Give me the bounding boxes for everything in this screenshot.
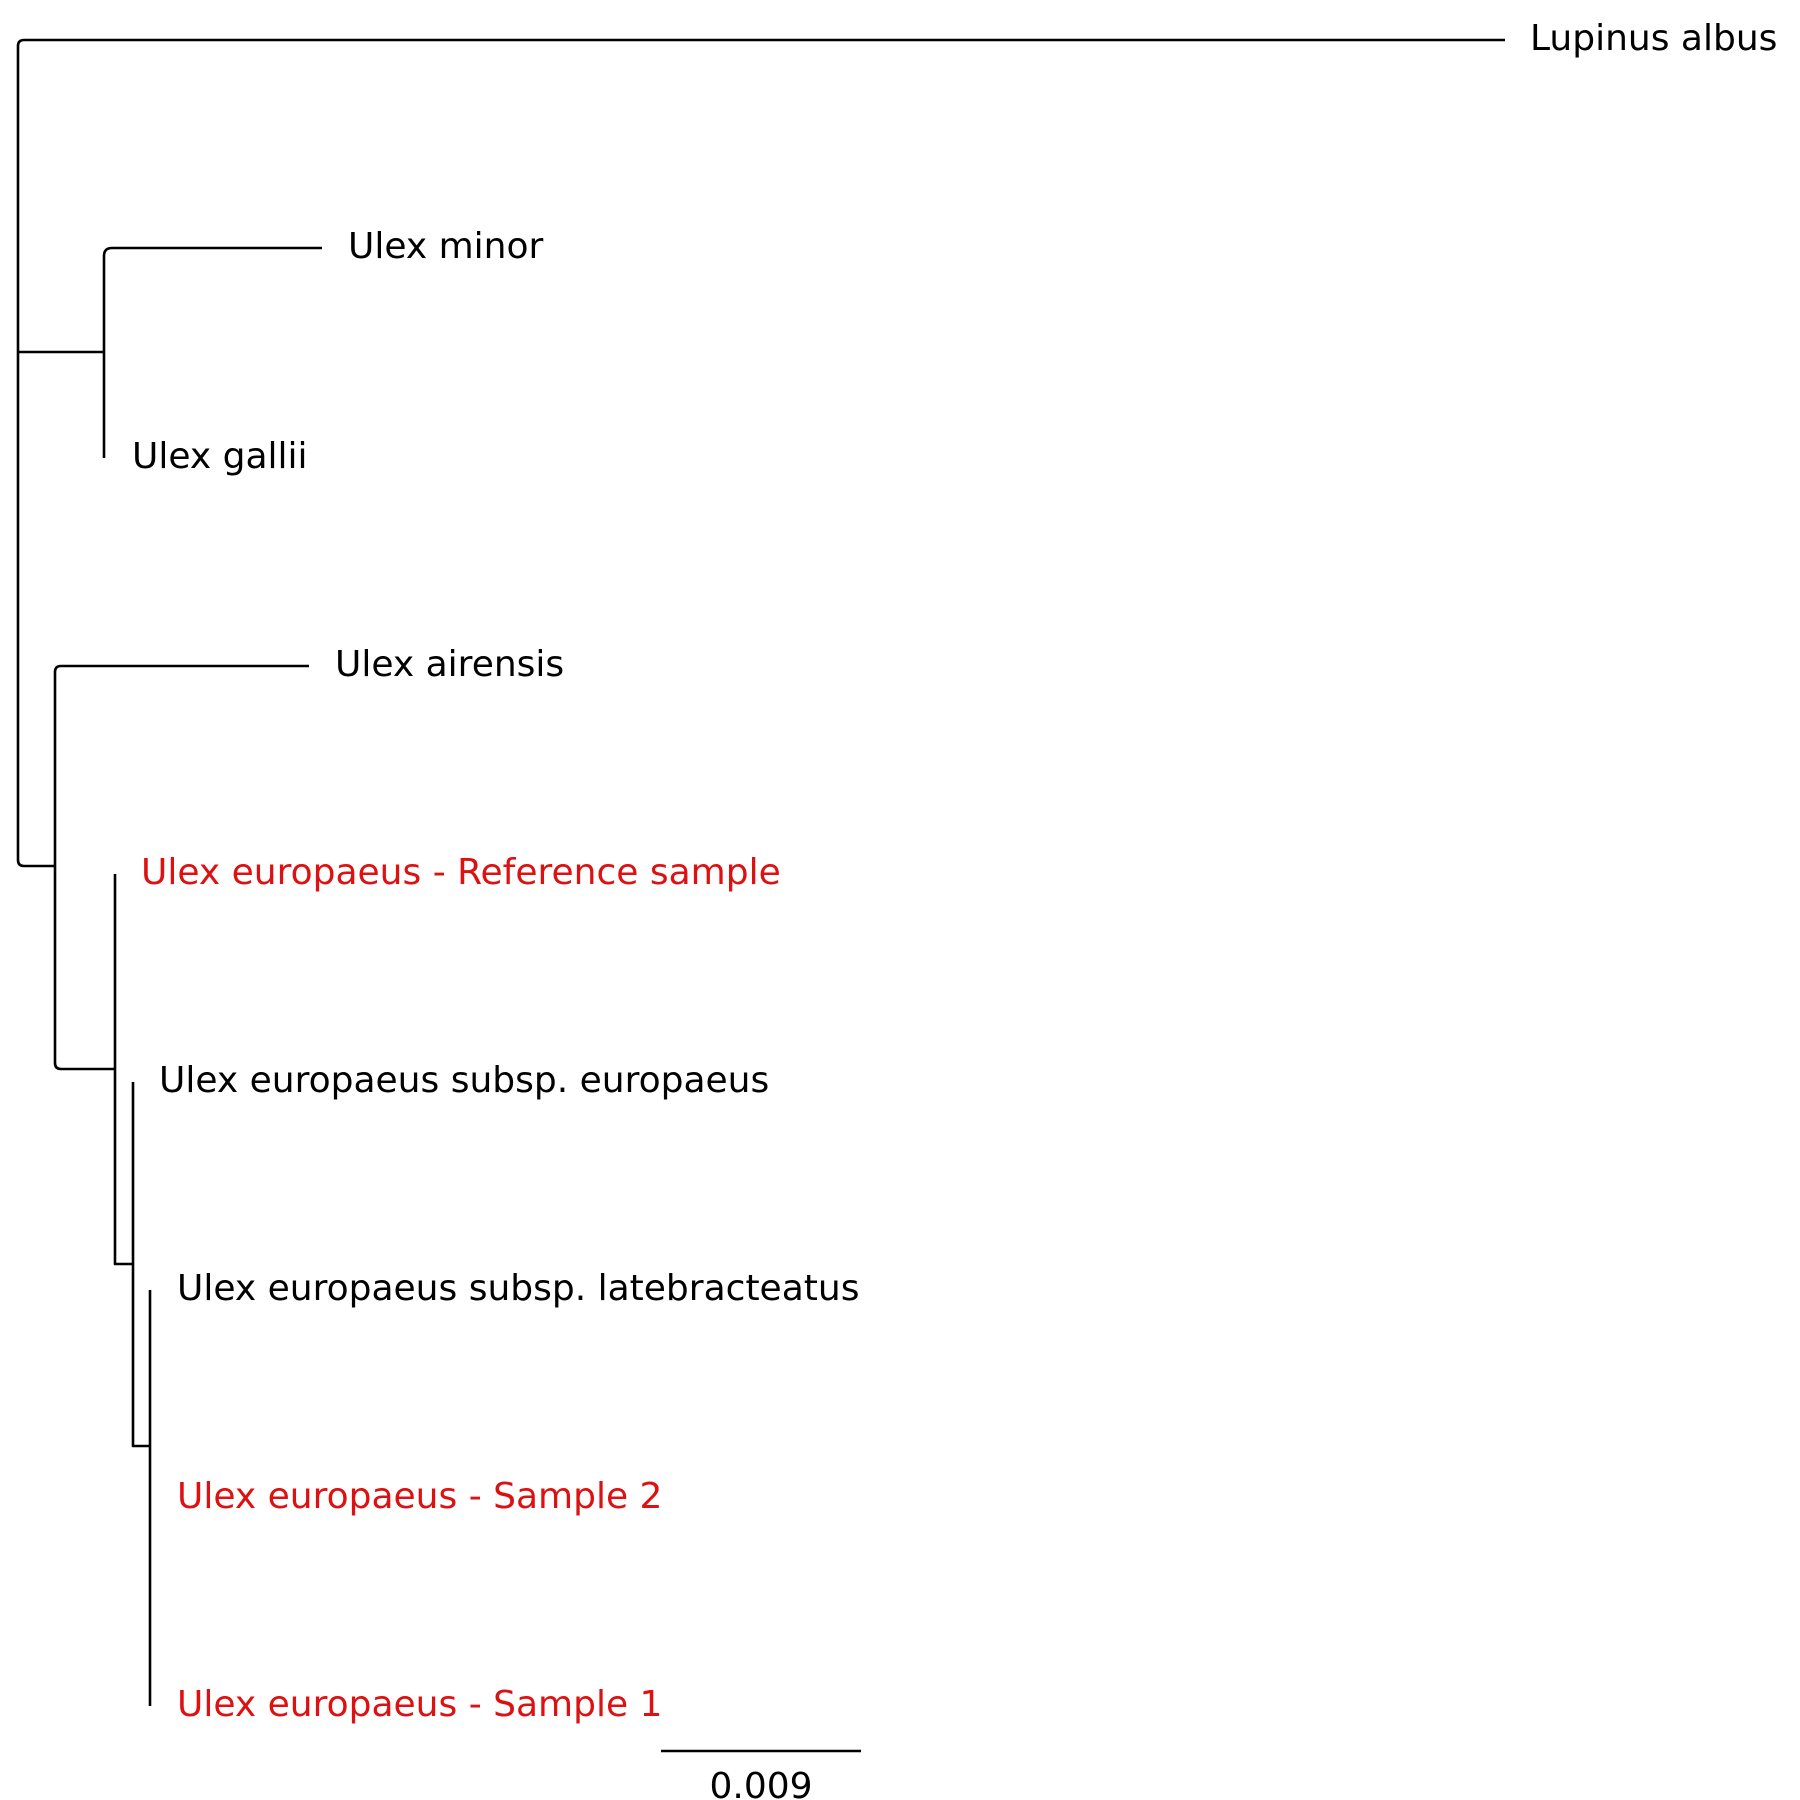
tip-label-subsp-late: Ulex europaeus subsp. latebracteatus	[177, 1268, 859, 1309]
scale-bar-label: 0.009	[709, 1766, 812, 1800]
airensis-europaeus-node	[53, 664, 309, 1071]
tree-branches	[16, 38, 1505, 1706]
europaeus-node	[113, 874, 133, 1266]
scale-bar: 0.009	[661, 1749, 861, 1800]
tip-label-gallii: Ulex gallii	[132, 436, 308, 477]
tip-label-ref: Ulex europaeus - Reference sample	[141, 852, 781, 893]
tip-label-minor: Ulex minor	[348, 226, 544, 267]
tip-label-subsp-eur: Ulex europaeus subsp. europaeus	[159, 1060, 769, 1101]
root-branch	[16, 38, 1505, 868]
tip-label-s2: Ulex europaeus - Sample 2	[177, 1476, 662, 1517]
tip-label-lupinus: Lupinus albus	[1530, 18, 1777, 59]
tip-label-s1: Ulex europaeus - Sample 1	[177, 1684, 662, 1725]
tip-label-airensis: Ulex airensis	[335, 644, 564, 685]
minor-gallii-node	[102, 246, 322, 458]
subsp-europaeus-node	[131, 1082, 150, 1448]
